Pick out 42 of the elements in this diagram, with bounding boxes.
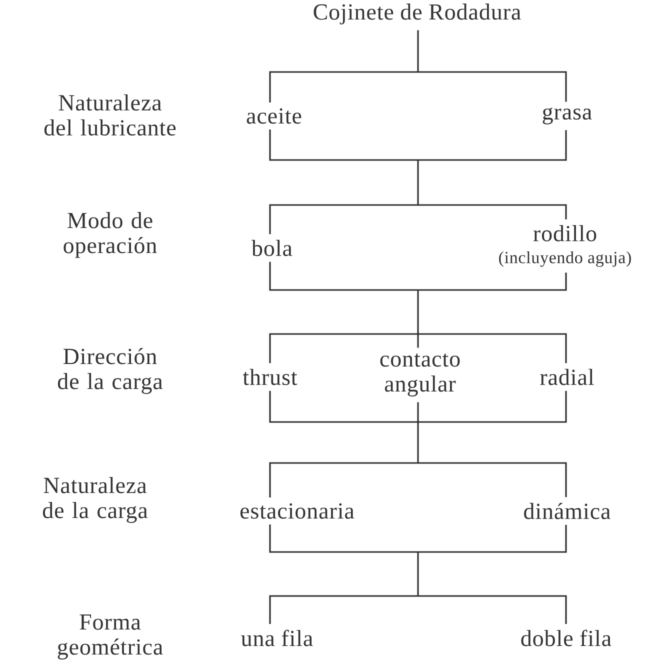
row-heading: Dirección de la carga bbox=[58, 348, 163, 394]
connector-line bbox=[269, 524, 418, 553]
connector-line bbox=[269, 390, 418, 423]
branch-label: radial bbox=[540, 368, 594, 386]
branch-label: grasa bbox=[542, 108, 592, 124]
connector-line bbox=[418, 204, 567, 220]
connector-line bbox=[418, 462, 567, 498]
connector-line bbox=[417, 552, 419, 596]
title-text: Cojinete de Rodadura bbox=[314, 4, 521, 24]
connector-line bbox=[269, 595, 418, 624]
branch-label: doble fila bbox=[521, 630, 612, 646]
branch-label: rodillo (incluyendo aguja) bbox=[499, 225, 631, 267]
connector-line bbox=[417, 290, 419, 334]
connector-line bbox=[269, 71, 418, 102]
branch-label: estacionaria bbox=[240, 503, 354, 519]
branch-label: aceite bbox=[246, 108, 302, 124]
connector-line bbox=[417, 334, 419, 348]
connector-line bbox=[417, 422, 419, 463]
branch-label: thrust bbox=[242, 368, 298, 386]
row-heading: Modo de operación bbox=[64, 212, 157, 258]
connector-line bbox=[417, 160, 419, 205]
connector-line bbox=[269, 262, 418, 291]
connector-line bbox=[418, 272, 567, 291]
connector-line bbox=[269, 333, 418, 364]
row-heading: Forma geométrica bbox=[58, 614, 163, 660]
connector-line bbox=[269, 204, 418, 234]
connector-line bbox=[417, 402, 419, 422]
branch-label: bola bbox=[252, 240, 292, 256]
branch-label: dinámica bbox=[524, 502, 610, 520]
connector-line bbox=[418, 333, 567, 364]
connector-line bbox=[418, 595, 567, 624]
connector-line bbox=[269, 462, 418, 498]
connector-line bbox=[418, 71, 567, 102]
branch-label: contacto angular bbox=[380, 354, 460, 396]
row-heading: Naturaleza de la carga bbox=[42, 477, 148, 523]
connector-line bbox=[417, 30, 419, 72]
connector-line bbox=[269, 130, 418, 161]
row-heading: Naturaleza del lubricante bbox=[44, 94, 176, 136]
branch-label: una fila bbox=[241, 630, 313, 646]
connector-line bbox=[418, 390, 567, 423]
connector-line bbox=[418, 524, 567, 553]
connector-line bbox=[418, 130, 567, 161]
